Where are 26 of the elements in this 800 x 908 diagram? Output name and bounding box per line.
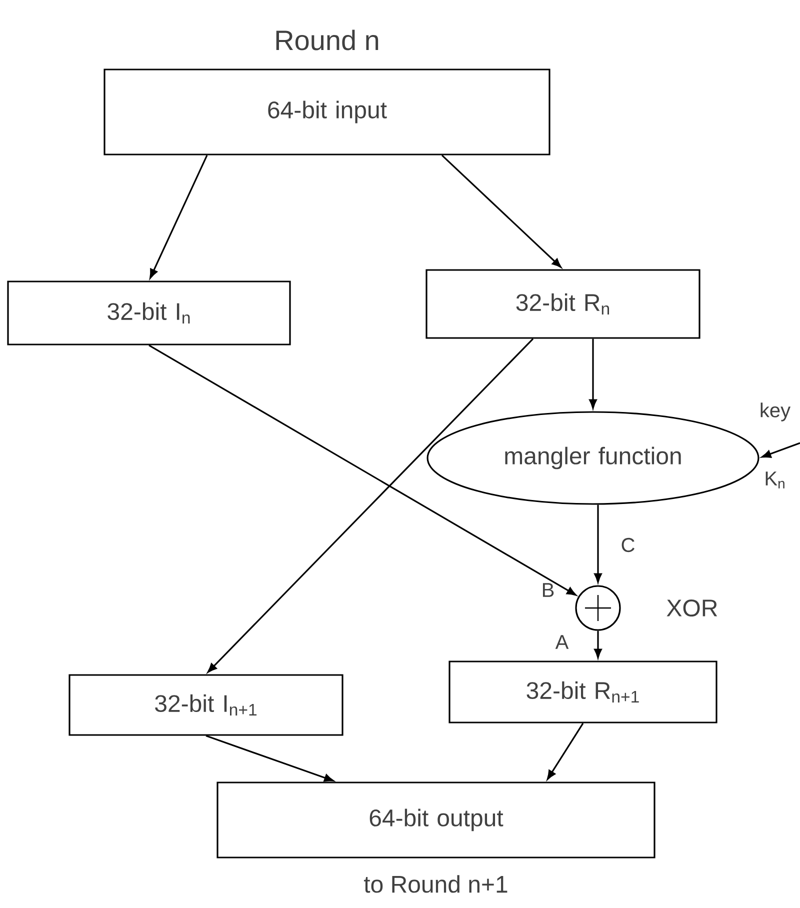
arrow — [148, 344, 576, 596]
ellipse-node: mangler function — [426, 411, 760, 505]
node-caption: XOR — [666, 600, 718, 616]
arrow — [206, 735, 334, 782]
text-label: K$_{n}$ — [766, 472, 784, 488]
xor-circle — [575, 585, 621, 631]
arrow — [546, 722, 584, 780]
title: Round n — [276, 30, 378, 50]
arrow — [150, 154, 208, 278]
process-box: 32-bit I$_{n}$ — [7, 280, 291, 346]
text-label: B — [542, 583, 554, 597]
arrow — [208, 338, 534, 673]
process-box: 64-bit output — [216, 782, 656, 858]
arrow — [762, 442, 800, 458]
text-label: C — [622, 538, 634, 552]
process-box: 32-bit R$_{n+1}$ — [448, 660, 718, 724]
node-caption: to Round n+1 — [364, 875, 508, 893]
text-label: A — [555, 635, 569, 649]
process-box: 32-bit I$_{n+1}$ — [68, 674, 344, 736]
arrow — [594, 630, 602, 658]
process-box: 32-bit R$_{n}$ — [426, 269, 700, 339]
arrow — [594, 504, 602, 583]
arrow — [589, 338, 597, 409]
text-label: key — [760, 402, 791, 422]
process-box: 64-bit input — [104, 68, 550, 156]
arrow — [441, 154, 562, 268]
